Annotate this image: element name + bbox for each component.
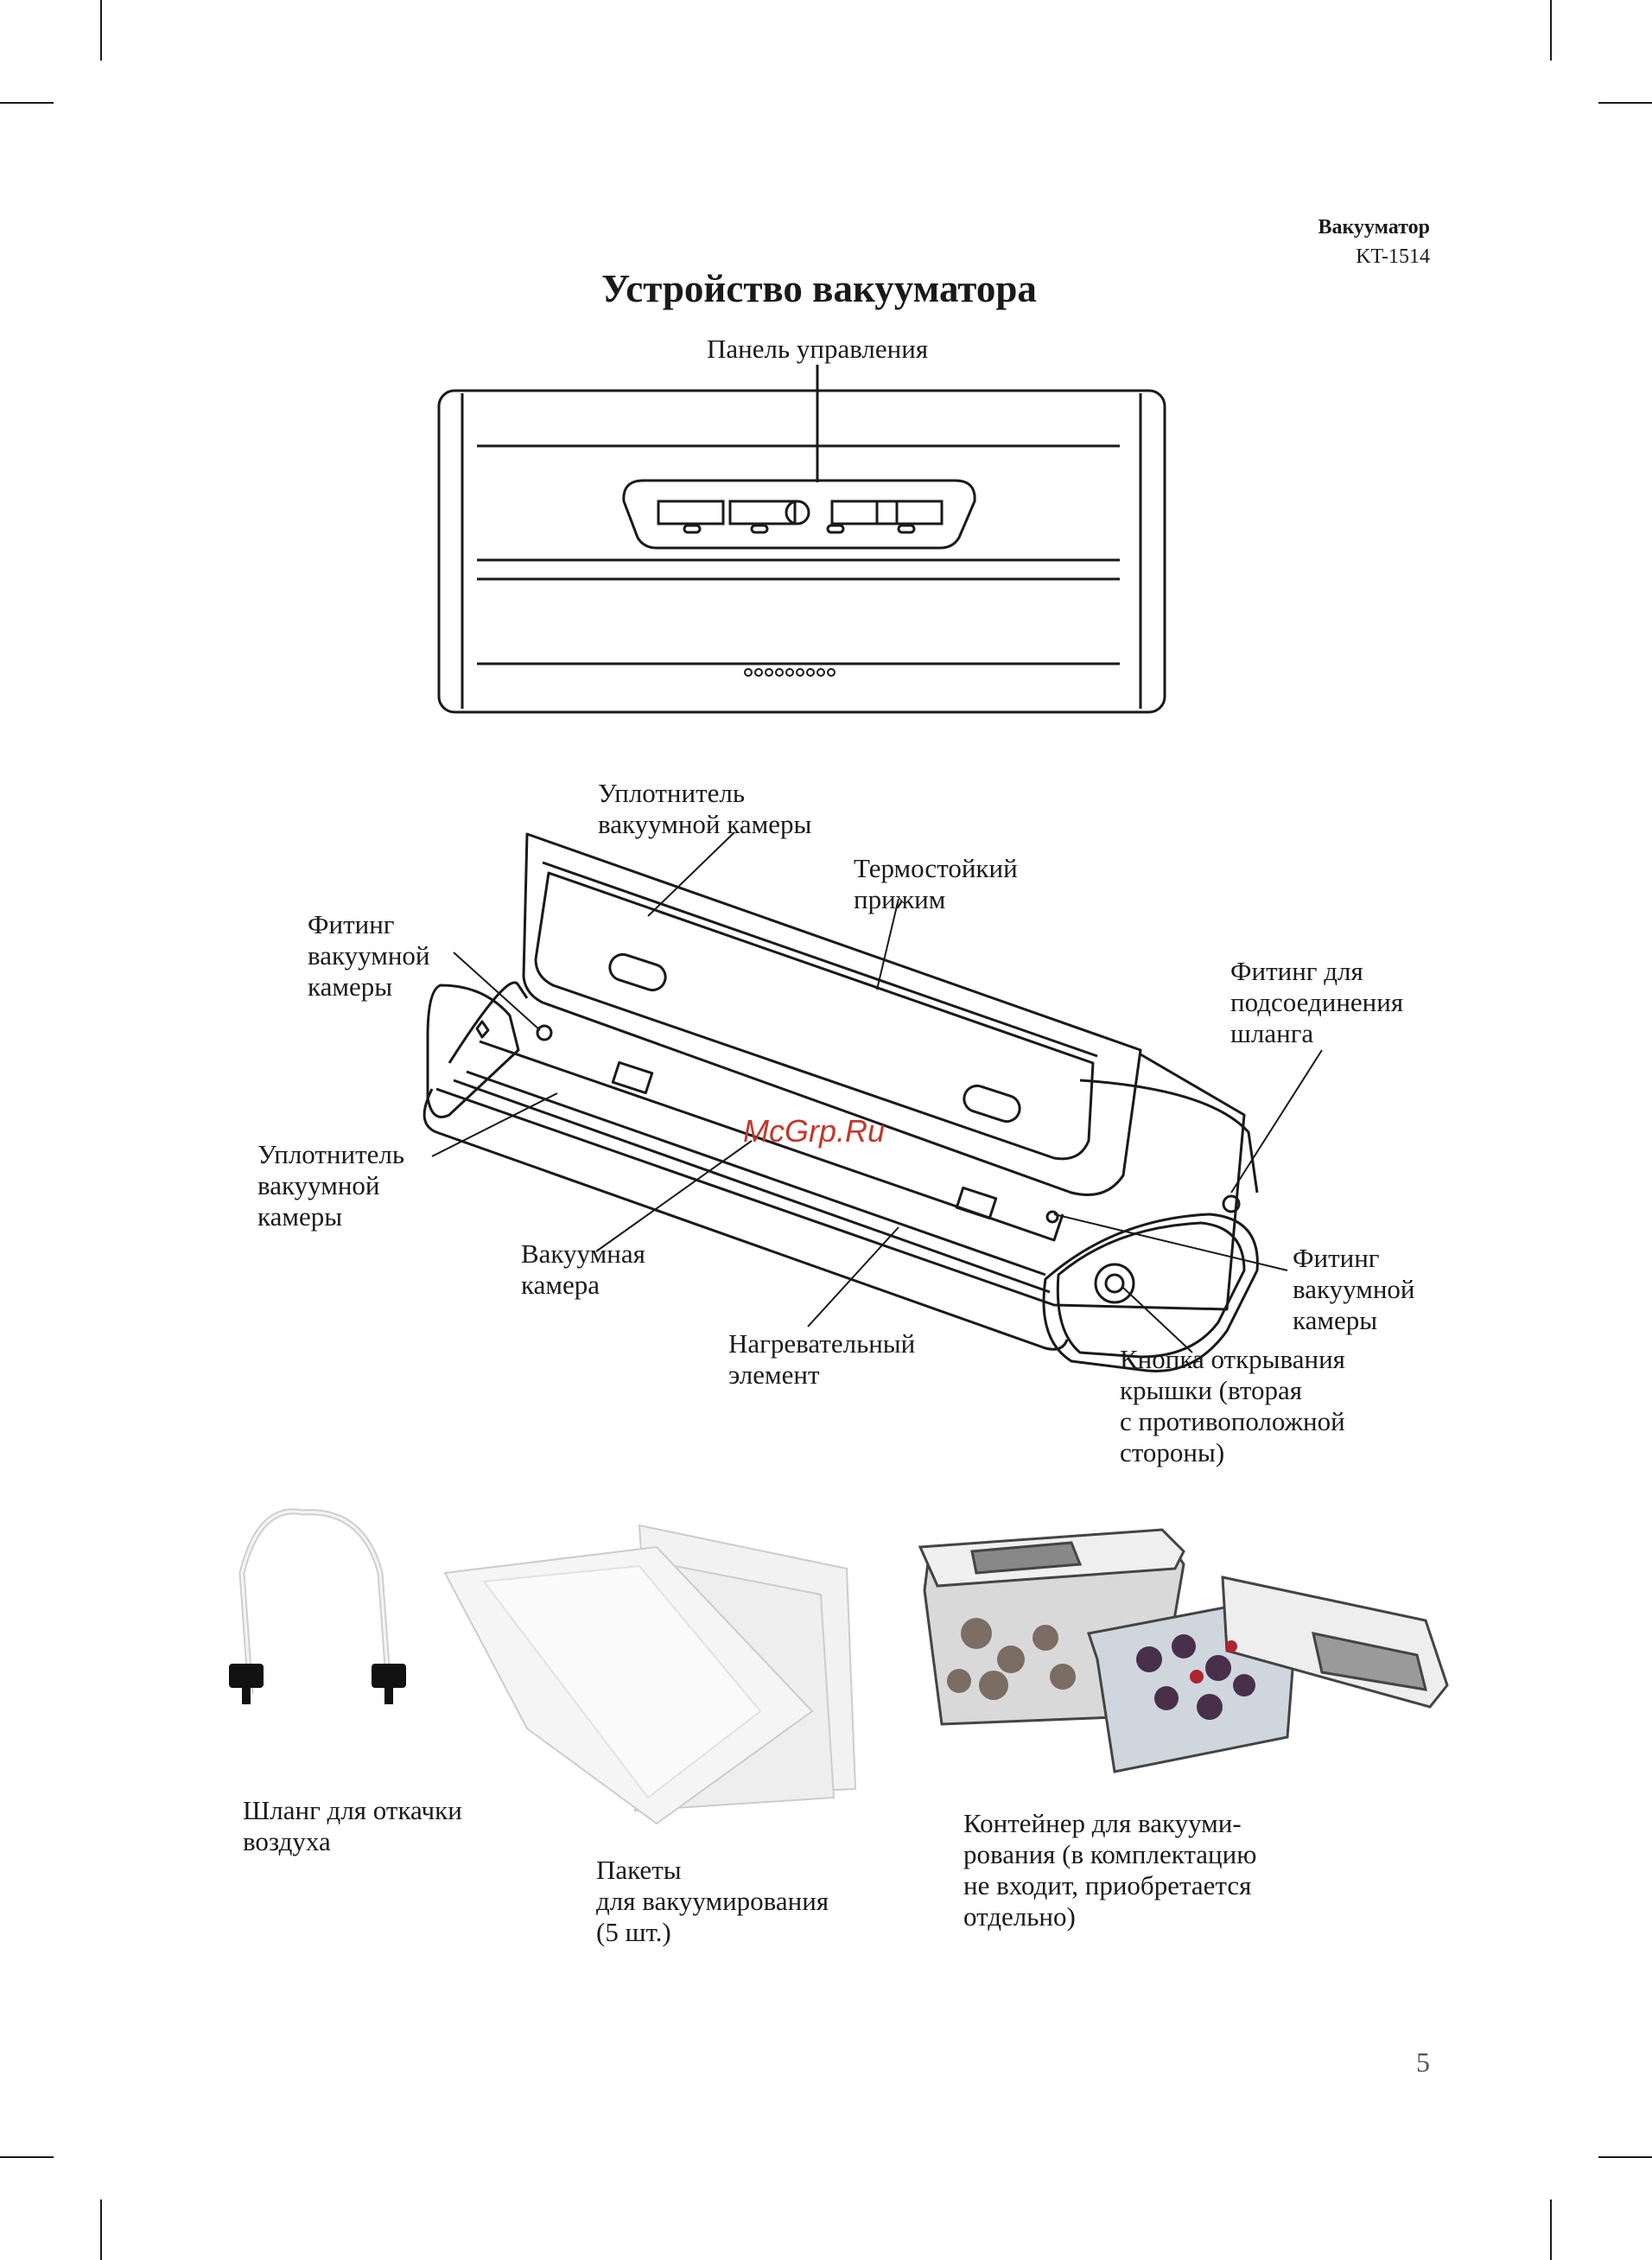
label-hose-fitting: Фитинг для подсоединения шланга bbox=[1230, 956, 1403, 1049]
label-hose: Шланг для откачки воздуха bbox=[243, 1795, 462, 1857]
label-line: прижим bbox=[854, 884, 946, 914]
label-heating-element: Нагревательный элемент bbox=[728, 1328, 915, 1391]
label-line: Термостойкий bbox=[854, 853, 1018, 883]
label-line: камеры bbox=[308, 971, 393, 1002]
label-line: для вакуумирования bbox=[596, 1886, 829, 1916]
crop-mark bbox=[0, 2156, 54, 2158]
label-bags: Пакеты для вакуумирования (5 шт.) bbox=[596, 1855, 829, 1948]
label-line: камера bbox=[521, 1270, 600, 1300]
crop-mark bbox=[1598, 102, 1652, 104]
label-line: Нагревательный bbox=[728, 1328, 916, 1359]
label-heat-clamp: Термостойкий прижим bbox=[854, 853, 1018, 915]
label-line: отдельно) bbox=[963, 1901, 1076, 1932]
crop-mark bbox=[1598, 2156, 1652, 2158]
label-line: с противоположной bbox=[1120, 1406, 1345, 1436]
page-number: 5 bbox=[1416, 2047, 1430, 2078]
label-line: Уплотнитель bbox=[257, 1139, 405, 1169]
label-line: подсоединения bbox=[1230, 987, 1404, 1017]
label-line: элемент bbox=[728, 1359, 820, 1390]
label-line: Шланг для откачки bbox=[243, 1795, 462, 1825]
label-line: крышки (вторая bbox=[1120, 1375, 1303, 1405]
label-vacuum-chamber: Вакуумная камера bbox=[521, 1238, 645, 1301]
crop-mark bbox=[0, 102, 54, 104]
label-line: Фитинг для bbox=[1230, 956, 1363, 986]
label-line: шланга bbox=[1230, 1018, 1314, 1048]
label-line: Фитинг bbox=[308, 909, 395, 939]
crop-mark bbox=[1550, 2200, 1552, 2260]
label-line: (5 шт.) bbox=[596, 1917, 671, 1947]
label-fitting-left: Фитинг вакуумной камеры bbox=[308, 909, 430, 1003]
model-number: KT-1514 bbox=[1356, 245, 1430, 268]
label-lid-button: Кнопка открывания крышки (вторая с проти… bbox=[1120, 1344, 1345, 1468]
crop-mark bbox=[100, 2200, 102, 2260]
label-container: Контейнер для вакууми- рования (в компле… bbox=[963, 1808, 1256, 1932]
brand-name: Вакууматор bbox=[1318, 216, 1430, 239]
label-line: Вакуумная bbox=[521, 1238, 645, 1269]
label-line: Уплотнитель bbox=[598, 778, 746, 808]
label-line: камеры bbox=[1293, 1305, 1378, 1335]
label-line: вакуумной bbox=[308, 940, 430, 971]
label-line: Кнопка открывания bbox=[1120, 1344, 1345, 1374]
label-fitting-right: Фитинг вакуумной камеры bbox=[1293, 1243, 1415, 1336]
watermark: McGrp.Ru bbox=[743, 1113, 886, 1149]
label-line: вакуумной камеры bbox=[598, 809, 812, 839]
label-control-panel: Панель управления bbox=[707, 334, 929, 364]
label-line: вакуумной bbox=[1293, 1274, 1415, 1304]
label-seal-bottom: Уплотнитель вакуумной камеры bbox=[257, 1139, 404, 1232]
label-line: Пакеты bbox=[596, 1855, 682, 1885]
label-line: камеры bbox=[257, 1201, 343, 1232]
page-title: Устройство вакууматора bbox=[0, 266, 1652, 311]
label-line: рования (в комплектацию bbox=[963, 1839, 1257, 1869]
crop-mark bbox=[1550, 0, 1552, 60]
label-line: не входит, приобретается bbox=[963, 1870, 1252, 1900]
label-line: Контейнер для вакууми- bbox=[963, 1808, 1242, 1838]
label-line: стороны) bbox=[1120, 1437, 1225, 1467]
crop-mark bbox=[100, 0, 102, 60]
label-seal-top: Уплотнитель вакуумной камеры bbox=[598, 778, 811, 840]
label-line: вакуумной bbox=[257, 1170, 380, 1200]
page-title-text: Устройство вакууматора bbox=[601, 267, 1037, 310]
label-line: воздуха bbox=[243, 1826, 331, 1856]
label-line: Фитинг bbox=[1293, 1243, 1380, 1273]
